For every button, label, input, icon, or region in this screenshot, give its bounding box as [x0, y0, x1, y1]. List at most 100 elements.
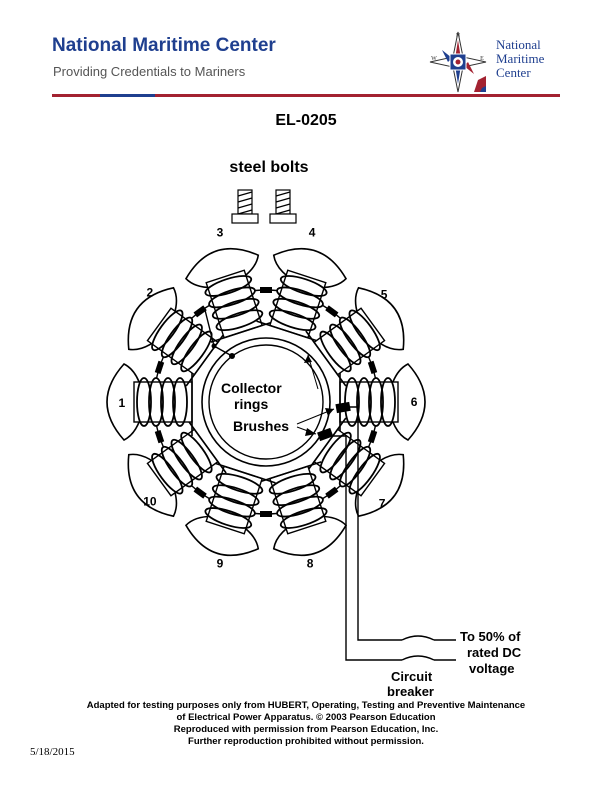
- compass-w-label: W: [431, 56, 437, 62]
- collector-rings-label-line1: Collector: [221, 380, 282, 396]
- steel-bolt-right: [269, 189, 297, 224]
- link-connector: [260, 287, 272, 293]
- stator-pole: [339, 363, 426, 441]
- stator-pole: [305, 286, 405, 387]
- coil-turn: [180, 431, 213, 474]
- coil-turn: [204, 507, 253, 529]
- coil-turn: [208, 495, 256, 518]
- pole-shoe: [127, 286, 178, 351]
- circuit-breaker-label-line1: Circuit: [391, 669, 433, 684]
- coil-connections: [154, 287, 378, 517]
- coil-turn: [276, 495, 324, 518]
- link-connector: [367, 360, 378, 375]
- footer-line: Reproduced with permission from Pearson …: [173, 724, 439, 735]
- pole-shoe: [354, 453, 405, 518]
- coil-turn: [211, 297, 260, 320]
- pole-number-label: 10: [143, 495, 157, 509]
- coil-turn: [268, 309, 317, 332]
- brush-leader-lower-arrow: [305, 428, 316, 436]
- link-connector: [260, 511, 272, 517]
- breaker-contact-upper: [401, 635, 435, 641]
- coil-turn: [380, 377, 396, 427]
- header-divider-accent: [100, 94, 155, 97]
- coil-turn: [160, 445, 194, 488]
- coil-turn: [319, 330, 352, 373]
- pole-yoke: [210, 461, 276, 484]
- pole-number-label: 7: [379, 497, 386, 511]
- coil-turn: [344, 377, 360, 427]
- coil-turn: [276, 286, 324, 309]
- logo-wordmark: National Maritime Center: [496, 38, 566, 80]
- pole-yoke: [210, 320, 276, 343]
- pole-yoke: [256, 320, 322, 343]
- supply-label-line1: To 50% of: [460, 629, 521, 644]
- link-connector: [325, 305, 339, 318]
- coil-turn: [215, 472, 264, 495]
- logo-text-line: National: [496, 37, 541, 52]
- logo-text-line: Maritime: [496, 51, 545, 66]
- collector-ring-inner: [208, 344, 324, 460]
- coil-turn: [356, 377, 372, 427]
- pole-number-label: 1: [119, 396, 126, 410]
- compass-e-label: E: [480, 56, 484, 62]
- pole-yoke: [305, 330, 347, 387]
- coil-turn: [272, 484, 321, 507]
- steel-bolt-left: [231, 189, 259, 224]
- pole-number-label: 4: [309, 226, 316, 240]
- link-connector: [193, 305, 207, 318]
- coil-turn: [211, 484, 260, 507]
- coil-turn: [170, 438, 203, 481]
- supply-label-line3: voltage: [469, 661, 515, 676]
- coil-turn: [368, 377, 384, 427]
- coil-turn: [160, 316, 194, 359]
- pole-number-label: 2: [147, 285, 154, 299]
- coil-turn: [136, 377, 152, 427]
- collector-leader-arrow: [304, 355, 312, 363]
- coil-turn: [338, 316, 372, 359]
- coil-turn: [148, 377, 164, 427]
- link-connector: [367, 429, 378, 444]
- footer-line: of Electrical Power Apparatus. © 2003 Pe…: [176, 712, 436, 723]
- coil-turn: [172, 377, 188, 427]
- brush-upper: [335, 401, 351, 414]
- coil-turn: [151, 452, 184, 495]
- pole-yoke: [305, 417, 347, 474]
- pole-number-label: 8: [307, 556, 314, 570]
- steel-bolts-label: steel bolts: [229, 159, 308, 176]
- tagline: Providing Credentials to Mariners: [53, 64, 246, 79]
- stator-pole: [127, 417, 227, 518]
- stator-pole: [127, 286, 227, 387]
- brush-lower: [317, 427, 334, 442]
- copyright-notice: Adapted for testing purposes only from H…: [0, 700, 612, 748]
- breaker-contact-lower: [401, 655, 435, 661]
- pole-number-label: 5: [381, 287, 388, 301]
- coil-turn: [319, 431, 352, 474]
- compass-n-label: N: [456, 33, 461, 39]
- footer-line: Adapted for testing purposes only from H…: [86, 700, 526, 711]
- coil-turn: [160, 377, 176, 427]
- supply-lead-upper: [350, 406, 402, 641]
- stator-pole: [256, 461, 348, 557]
- stator-pole: [305, 417, 405, 518]
- brushes-label: Brushes: [233, 418, 289, 434]
- stator-pole: [184, 461, 276, 557]
- pole-number-label: 9: [217, 556, 224, 570]
- link-connector: [325, 486, 339, 499]
- pole-number-label: 6: [411, 395, 418, 409]
- pole-shoe: [354, 286, 405, 351]
- pole-yoke: [185, 417, 227, 474]
- pole-shoe: [127, 453, 178, 518]
- coil-lead-junction: [211, 343, 217, 349]
- coil-lead-terminal: [229, 353, 235, 359]
- coil-turn: [329, 438, 362, 481]
- coil-turn: [208, 286, 256, 309]
- coil-turn: [279, 507, 328, 529]
- document-date: 5/18/2015: [30, 746, 75, 758]
- compass-logo-icon: N W E: [429, 31, 487, 93]
- coil-turn: [204, 275, 253, 297]
- link-connector: [154, 429, 165, 444]
- stator-poles: [106, 247, 426, 557]
- circuit-breaker-label-line2: breaker: [387, 684, 434, 699]
